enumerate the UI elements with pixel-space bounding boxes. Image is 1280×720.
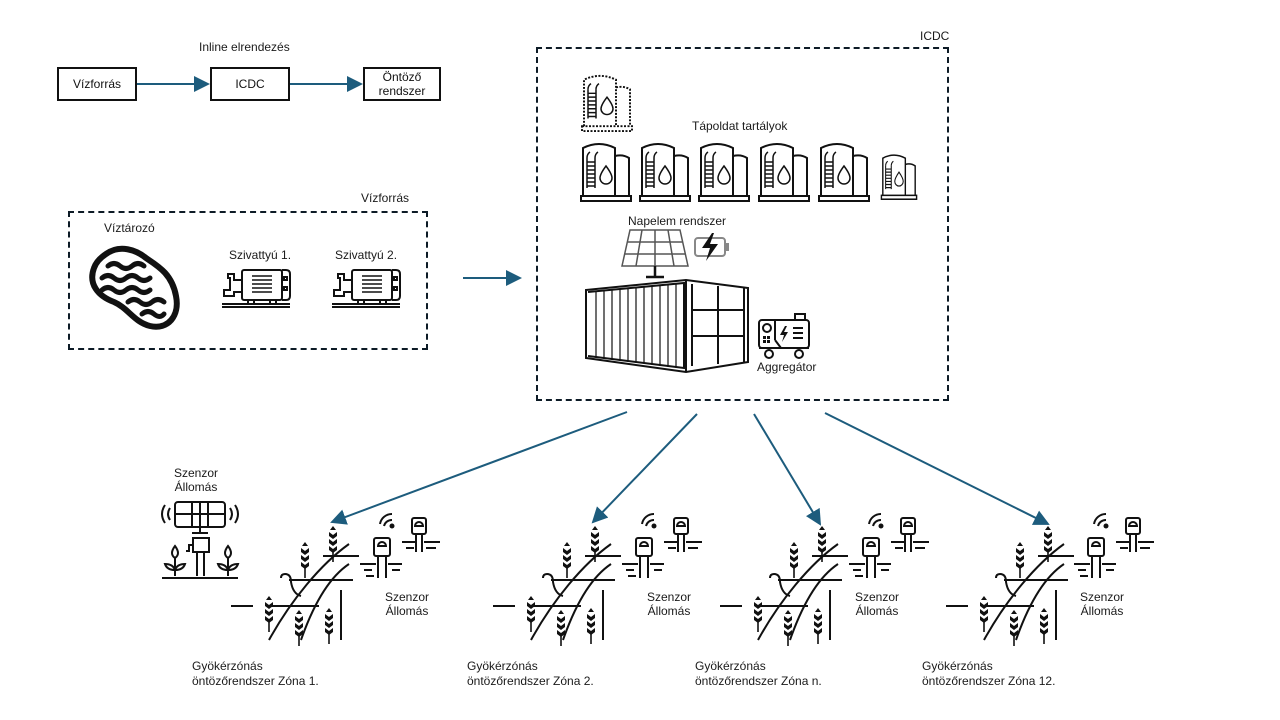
zone-sensor-label-1: Szenzor: [384, 590, 430, 604]
tank-icon: [758, 143, 810, 202]
zone-label-line-1: Gyökérzónás: [695, 659, 766, 673]
reservoir-label: Víztározó: [104, 221, 155, 235]
solar-panel-icon: [621, 229, 689, 279]
tank-icon: [698, 143, 750, 202]
arrow-icdc-to-zone-1: [330, 411, 628, 525]
zone-field-icon: [493, 526, 621, 646]
zone-sensor-label-1: Szenzor: [854, 590, 900, 604]
zone-sensor-label-2: Állomás: [647, 604, 691, 618]
container-icon: [585, 278, 749, 374]
tank-icon: [639, 143, 691, 202]
tank-small-icon: [880, 154, 918, 200]
zone-sensor-label-2: Állomás: [385, 604, 429, 618]
inline-title: Inline elrendezés: [199, 40, 290, 54]
tank-spare-icon: [581, 74, 633, 132]
pump-1-label: Szivattyú 1.: [229, 248, 292, 262]
zone-label-line-1: Gyökérzónás: [192, 659, 263, 673]
tanks-label: Tápoldat tartályok: [692, 119, 788, 133]
zone-soil-sensor-icon: [622, 512, 702, 578]
zone-field-icon: [946, 526, 1074, 646]
icdc-title: ICDC: [920, 29, 950, 43]
zone-soil-sensor-icon: [1074, 512, 1154, 578]
pump-2-icon: [332, 269, 401, 308]
arrow-icdc-to-zone-n: [753, 413, 822, 526]
arrow-icdc-to-zone-12: [824, 412, 1050, 525]
zone-sensor-label-1: Szenzor: [646, 590, 692, 604]
zone-sensor-label-2: Állomás: [855, 604, 899, 618]
zone-field-icon: [231, 526, 359, 646]
solar-label: Napelem rendszer: [628, 214, 727, 228]
sensor-station-main-label-1: Szenzor: [173, 466, 219, 480]
pump-2-label: Szivattyú 2.: [335, 248, 398, 262]
sensor-station-main-label-2: Állomás: [174, 480, 218, 494]
zone-soil-sensor-icon: [360, 512, 440, 578]
zone-soil-sensor-icon: [849, 512, 929, 578]
icdc-group: [536, 47, 949, 401]
inline-box-label: Vízforrás: [72, 77, 121, 91]
arrow-icdc-to-zone-2: [591, 413, 698, 524]
zone-label-line-2: öntözőrendszer Zóna 2.: [467, 674, 594, 688]
inline-box-icdc: ICDC: [210, 67, 290, 101]
sensor-station-solar-icon: [161, 501, 240, 579]
battery-charging-icon: [694, 233, 729, 261]
inline-box-label: Öntöző rendszer: [378, 70, 426, 98]
water-source-group: [68, 211, 428, 350]
zone-label-line-1: Gyökérzónás: [922, 659, 993, 673]
reservoir-icon: [89, 245, 180, 330]
zone-field-icon: [720, 526, 848, 646]
tank-icon: [818, 143, 870, 202]
zone-label-line-2: öntözőrendszer Zóna n.: [695, 674, 822, 688]
inline-box-label: ICDC: [235, 77, 265, 91]
zone-sensor-label-2: Állomás: [1080, 604, 1124, 618]
inline-box-water-source: Vízforrás: [57, 67, 137, 101]
zone-label-line-1: Gyökérzónás: [467, 659, 538, 673]
zone-label-line-2: öntözőrendszer Zóna 1.: [192, 674, 319, 688]
pump-1-icon: [222, 269, 291, 308]
zone-sensor-label-1: Szenzor: [1079, 590, 1125, 604]
generator-icon: [758, 313, 810, 359]
water-source-title: Vízforrás: [361, 191, 410, 205]
zone-label-line-2: öntözőrendszer Zóna 12.: [922, 674, 1056, 688]
generator-label: Aggregátor: [757, 360, 817, 374]
tank-icon: [580, 143, 632, 202]
inline-box-irrigation: Öntöző rendszer: [363, 67, 441, 101]
